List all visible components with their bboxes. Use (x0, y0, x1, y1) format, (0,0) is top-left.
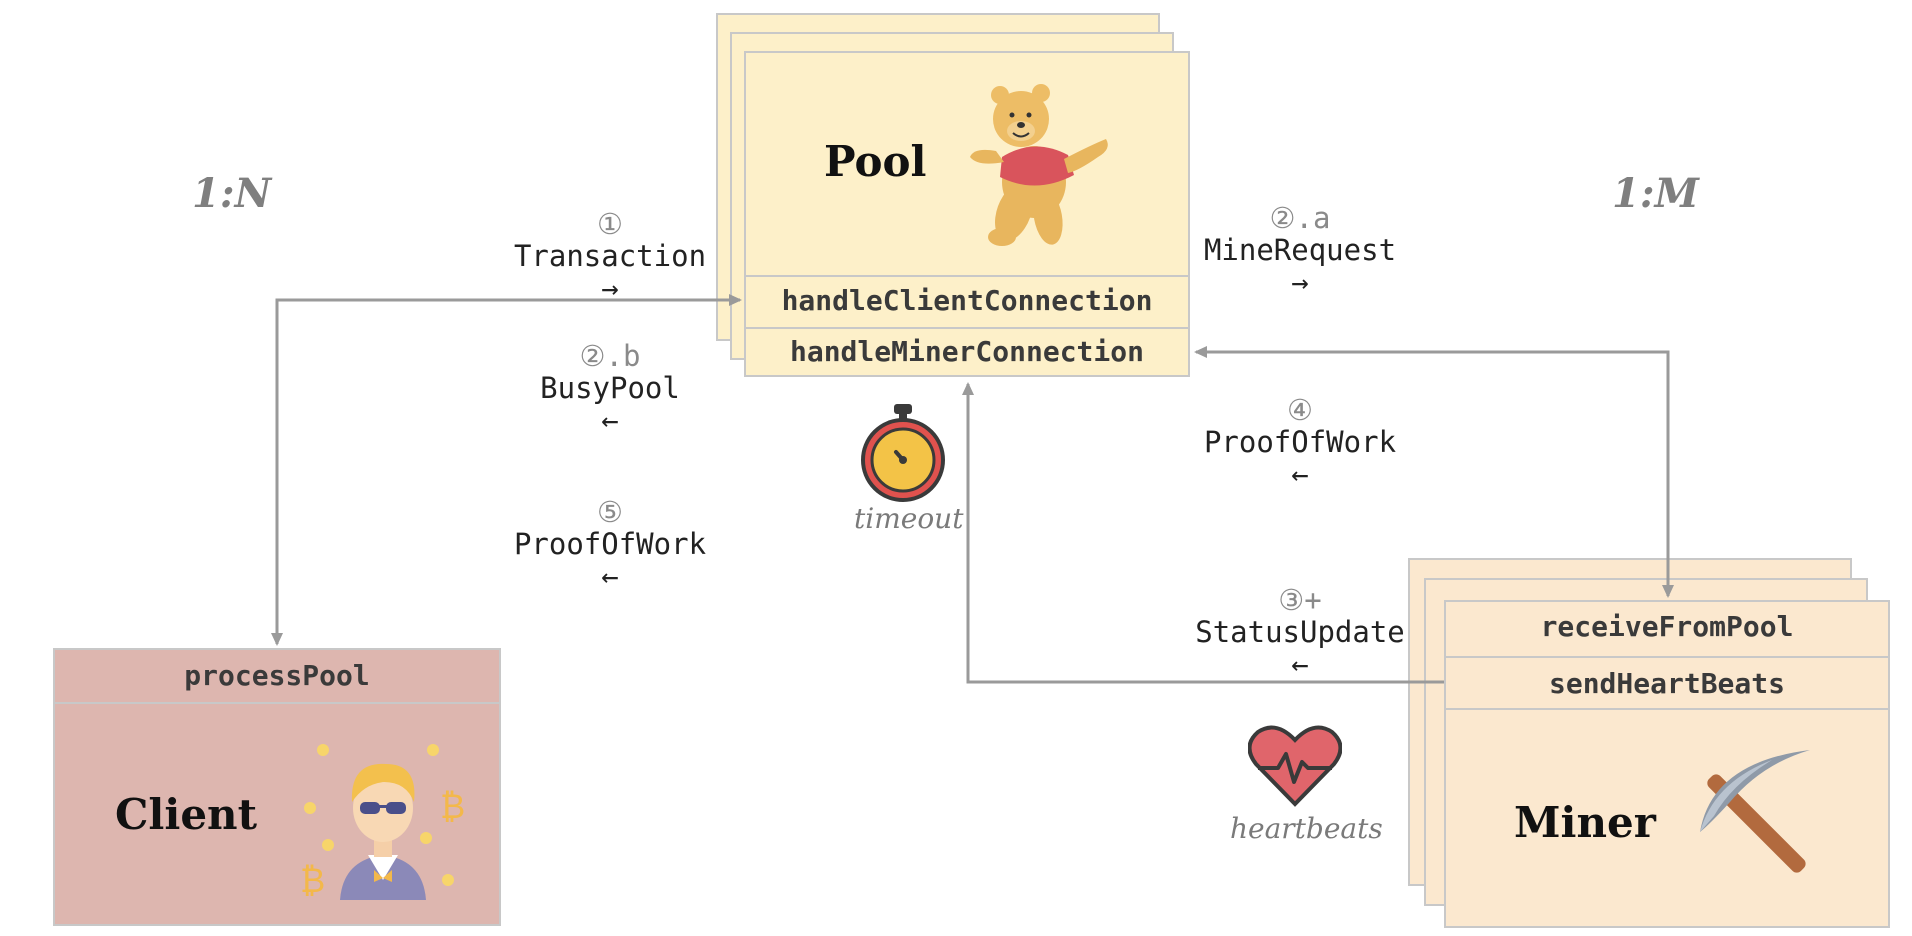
proofofwork-miner-message: ④ ProofOfWork ← (1190, 394, 1410, 490)
proofofwork-client-message: ⑤ ProofOfWork ← (500, 496, 720, 592)
pool-name: Pool (824, 137, 927, 186)
busypool-message: ②.b BusyPool ← (500, 340, 720, 436)
busypool-arrow-glyph: ← (601, 403, 619, 437)
heartbeats-pool-arrow (962, 382, 1444, 684)
pickaxe-icon (1700, 750, 1810, 873)
receive-from-pool-method: receiveFromPool (1540, 610, 1794, 643)
proofofwork-miner-arrow-glyph: ← (1291, 457, 1309, 491)
minerequest-label: MineRequest (1203, 233, 1397, 267)
heart-icon (1248, 725, 1342, 807)
handle-client-connection-method: handleClientConnection (746, 275, 1188, 327)
stopwatch-icon (861, 404, 945, 502)
proofofwork-client-label: ProofOfWork (513, 527, 707, 561)
statusupdate-arrow-glyph: ← (1291, 647, 1309, 681)
minerequest-arrow-glyph: → (1291, 265, 1309, 299)
proofofwork-client-arrow-glyph: ← (601, 559, 619, 593)
heartbeats-caption: heartbeats (1230, 812, 1383, 845)
handle-miner-connection-method: handleMinerConnection (746, 327, 1188, 377)
process-pool-method: processPool (55, 650, 499, 704)
statusupdate-message: ③+ StatusUpdate ← (1180, 584, 1420, 680)
pool-box: Pool handleClientConnection handleMinerC… (744, 51, 1190, 377)
transaction-arrow-glyph: → (601, 271, 619, 305)
busypool-step-number: ②.b (579, 339, 641, 373)
miner-name: Miner (1514, 798, 1656, 847)
svg-text:₿: ₿ (300, 861, 325, 900)
businessman-icon: ₿ ₿ (300, 744, 465, 900)
transaction-label: Transaction (513, 239, 707, 273)
transaction-message: ① Transaction → (500, 208, 720, 304)
svg-text:₿: ₿ (440, 787, 465, 827)
miner-ratio-label: 1:M (1612, 170, 1699, 217)
statusupdate-label: StatusUpdate (1195, 615, 1405, 649)
timeout-caption: timeout (854, 502, 964, 535)
client-ratio-label: 1:N (192, 170, 272, 217)
proofofwork-client-step-number: ⑤ (597, 495, 623, 529)
bear-icon (970, 84, 1108, 246)
proofofwork-miner-label: ProofOfWork (1203, 425, 1397, 459)
client-box: processPool Client ₿ ₿ (53, 648, 501, 926)
minerequest-message: ②.a MineRequest → (1190, 202, 1410, 298)
send-heartbeats-method: sendHeartBeats (1446, 656, 1888, 710)
miner-box: receiveFromPool sendHeartBeats Miner (1444, 600, 1890, 928)
minerequest-step-number: ②.a (1269, 201, 1331, 235)
statusupdate-step-number: ③+ (1278, 583, 1322, 617)
proofofwork-miner-step-number: ④ (1287, 393, 1313, 427)
transaction-step-number: ① (597, 207, 623, 241)
client-name: Client (115, 790, 257, 839)
busypool-label: BusyPool (540, 371, 680, 405)
